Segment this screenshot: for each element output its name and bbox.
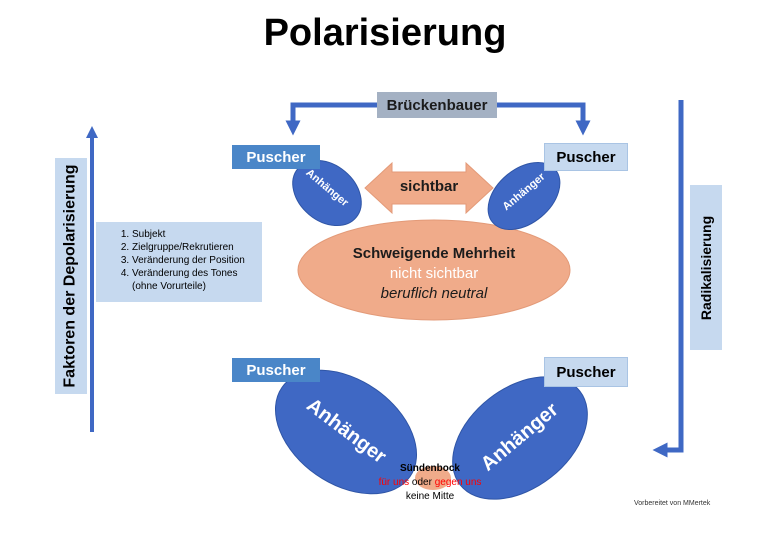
credit-text: Vorbereitet von MMertek [634,500,711,507]
scapegoat-text: Sündenbock für uns oder gegen uns keine … [355,462,505,504]
bridge-builder-box: Brückenbauer [377,92,497,118]
follower-ellipse-bottom-left [274,369,418,495]
majority-not-visible: nicht sichtbar [389,265,479,282]
silent-majority-ellipse [297,219,571,321]
radicalization-label: Radikalisierung [698,215,715,320]
silent-majority-text: Schweigende Mehrheit nicht sichtbar beru… [300,232,568,322]
follower-ellipse-bottom-right [452,376,588,500]
scapegoat-circle [415,466,451,490]
majority-neutral: beruflich neutral [380,285,488,302]
pusher-box-top-right: Puscher [544,143,628,171]
scapegoat-title: Sündenbock [399,463,460,474]
depolarization-label: Faktoren der Depolarisierung [62,164,80,388]
or-text: oder [411,477,432,488]
against-us-text: gegen uns [434,477,482,488]
pusher-box-bottom-right: Puscher [544,357,628,387]
depolarization-label-box: Faktoren der Depolarisierung [55,158,87,394]
visible-label: sichtbar [399,178,459,195]
visible-double-arrow [364,161,494,215]
pusher-box-bottom-left: Puscher [232,358,320,382]
pusher-box-top-left: Puscher [232,145,320,169]
left-bridge-arrow [285,102,377,136]
radicalization-label-box: Radikalisierung [690,185,722,350]
page-title: Polarisierung [263,12,507,54]
majority-title: Schweigende Mehrheit [352,245,516,262]
for-us-text: für uns [378,477,410,488]
no-middle-text: keine Mitte [405,491,455,502]
factor-item: Zielgruppe/Rekrutieren [132,241,256,254]
right-bridge-arrow [497,102,591,136]
factor-item: Subjekt [132,228,256,241]
radicalization-arrow [652,100,684,458]
factors-list: Subjekt Zielgruppe/Rekrutieren Veränderu… [96,222,262,302]
factor-item: Veränderung der Position [132,254,256,267]
factor-item: Veränderung des Tones (ohne Vorurteile) [132,267,256,293]
